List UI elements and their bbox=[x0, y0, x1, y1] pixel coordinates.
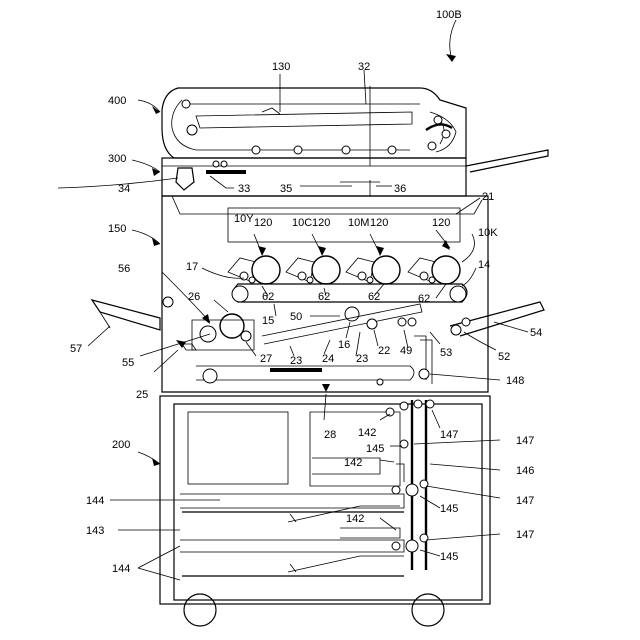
label-52: 52 bbox=[498, 351, 510, 363]
label-120-d: 120 bbox=[432, 217, 450, 229]
label-142-b: 142 bbox=[344, 457, 362, 469]
label-10Y: 10Y bbox=[234, 213, 254, 225]
label-33: 33 bbox=[238, 183, 250, 195]
label-10C: 10C bbox=[292, 217, 312, 229]
label-55: 55 bbox=[122, 357, 134, 369]
label-28: 28 bbox=[324, 429, 336, 441]
label-62-a: 62 bbox=[262, 291, 274, 303]
drum-unit-yellow bbox=[228, 256, 280, 284]
label-120-c: 120 bbox=[370, 217, 388, 229]
label-200: 200 bbox=[112, 439, 130, 451]
label-16: 16 bbox=[338, 339, 350, 351]
label-62-d: 62 bbox=[418, 293, 430, 305]
label-147-b: 147 bbox=[516, 435, 534, 447]
label-142-a: 142 bbox=[358, 427, 376, 439]
label-15: 15 bbox=[262, 315, 274, 327]
drum-unit-magenta bbox=[346, 256, 400, 284]
label-10M: 10M bbox=[348, 217, 369, 229]
document-feeder bbox=[162, 88, 466, 158]
label-145-c: 145 bbox=[440, 551, 458, 563]
label-27: 27 bbox=[260, 353, 272, 365]
label-54: 54 bbox=[530, 327, 542, 339]
label-150: 150 bbox=[108, 223, 126, 235]
label-32: 32 bbox=[358, 61, 370, 73]
label-120-b: 120 bbox=[312, 217, 330, 229]
label-147-a: 147 bbox=[440, 429, 458, 441]
label-142-c: 142 bbox=[346, 513, 364, 525]
label-62-b: 62 bbox=[318, 291, 330, 303]
label-148: 148 bbox=[506, 375, 524, 387]
label-49: 49 bbox=[400, 345, 412, 357]
label-146: 146 bbox=[516, 465, 534, 477]
label-23-a: 23 bbox=[290, 355, 302, 367]
label-22: 22 bbox=[378, 345, 390, 357]
label-26: 26 bbox=[188, 291, 200, 303]
label-300: 300 bbox=[108, 153, 126, 165]
label-120-a: 120 bbox=[254, 217, 272, 229]
label-34: 34 bbox=[118, 183, 130, 195]
label-143: 143 bbox=[86, 525, 104, 537]
drum-unit-black bbox=[408, 256, 460, 284]
label-57: 57 bbox=[70, 343, 82, 355]
label-21: 21 bbox=[482, 191, 494, 203]
reference-labels: 100B 400 130 32 300 34 33 35 36 21 150 1… bbox=[70, 9, 542, 575]
label-24: 24 bbox=[322, 353, 334, 365]
label-147-d: 147 bbox=[516, 529, 534, 541]
label-62-c: 62 bbox=[368, 291, 380, 303]
label-25: 25 bbox=[136, 389, 148, 401]
label-145-b: 145 bbox=[440, 503, 458, 515]
label-100B: 100B bbox=[436, 9, 462, 21]
drum-unit-cyan bbox=[286, 256, 340, 284]
label-144-a: 144 bbox=[86, 495, 104, 507]
label-400: 400 bbox=[108, 95, 126, 107]
label-147-c: 147 bbox=[516, 495, 534, 507]
label-56: 56 bbox=[118, 263, 130, 275]
label-53: 53 bbox=[440, 347, 452, 359]
scanner-unit bbox=[162, 86, 548, 196]
label-130: 130 bbox=[272, 61, 290, 73]
label-35: 35 bbox=[280, 183, 292, 195]
label-14: 14 bbox=[478, 259, 490, 271]
label-17: 17 bbox=[186, 261, 198, 273]
label-36: 36 bbox=[394, 183, 406, 195]
label-10K: 10K bbox=[478, 227, 498, 239]
label-144-b: 144 bbox=[112, 563, 130, 575]
label-145-a: 145 bbox=[366, 443, 384, 455]
label-50: 50 bbox=[290, 311, 302, 323]
label-23-b: 23 bbox=[356, 353, 368, 365]
